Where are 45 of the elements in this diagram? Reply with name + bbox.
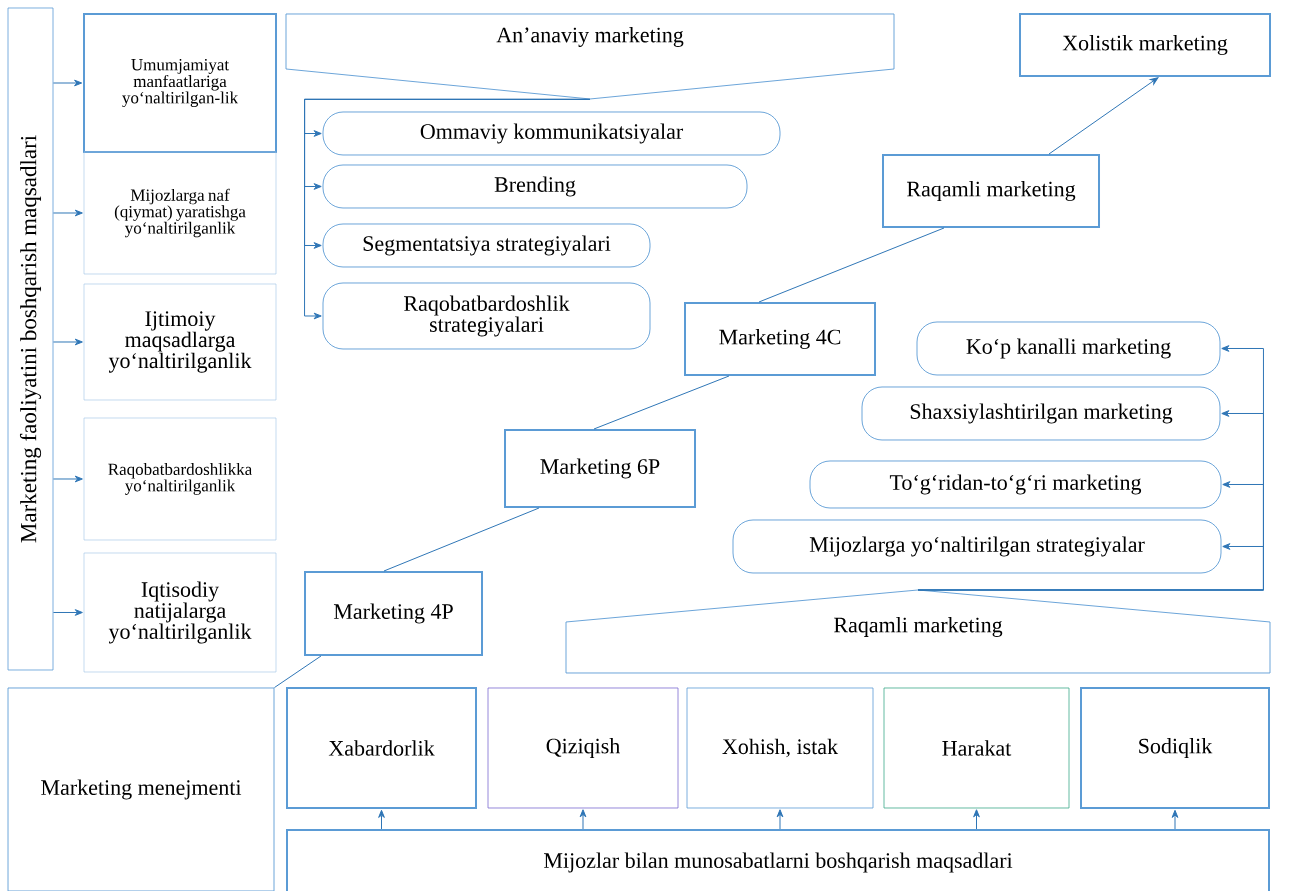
process-box: Xolistik marketing [1019, 13, 1271, 77]
arrow [973, 809, 980, 830]
rounded-box: Brending [322, 164, 748, 209]
arrow [776, 809, 784, 830]
goal-box: Umumjamiyat manfaatlariga yo‘naltirilgan-lik [83, 13, 277, 153]
rounded-box: Mijozlarga yo‘naltirilgan strategiyalar [732, 519, 1222, 574]
rounded-box: Ko‘p kanalli marketing [916, 321, 1221, 376]
process-box: Marketing 6P [504, 429, 696, 508]
goal-box: Raqobatbardoshlikka yo‘naltirilganlik [83, 417, 277, 541]
goal-box: Ijtimoiy maqsadlarga yo‘naltirilganlik [83, 283, 277, 401]
arrow [579, 809, 587, 830]
arrow [1171, 809, 1179, 830]
process-box: Marketing 4C [684, 302, 876, 376]
stage-box: Qiziqish [487, 687, 679, 809]
arrow [52, 338, 83, 346]
process-box: Raqamli marketing [882, 154, 1100, 228]
stage-box: Xabardorlik [286, 687, 477, 809]
arrow [52, 609, 83, 616]
stage-box: Harakat [883, 687, 1070, 809]
arrow [917, 543, 1264, 591]
arrow [52, 209, 83, 217]
connector-line [383, 507, 540, 572]
pentagon-banner: Raqamli marketing [565, 589, 1271, 674]
rounded-box: Raqobatbardoshlik strategiyalari [322, 282, 651, 350]
arrow [304, 98, 591, 320]
rounded-box: Segmentatsiya strategiyalari [322, 223, 651, 268]
rounded-box: Shaxsiylashtirilgan marketing [861, 386, 1221, 441]
stage-box: Xohish, istak [686, 687, 874, 809]
connector-line [273, 655, 322, 689]
goal-box: Iqtisodiy natijalarga yo‘naltirilganlik [83, 552, 277, 673]
pentagon-banner: An’anaviy marketing [285, 13, 895, 100]
arrow [52, 79, 83, 87]
arrow [378, 809, 385, 830]
process-box: Mijozlar bilan munosabatlarni boshqarish maqsadlari [286, 829, 1270, 891]
arrow [1048, 77, 1159, 155]
rounded-box: Ommaviy kommunikatsiyalar [322, 111, 781, 156]
arrow [52, 475, 83, 483]
connector-line [758, 227, 945, 303]
connector-line [593, 375, 730, 430]
vertical-title-box: Marketing faoliyatini boshqarish maqsadlari [7, 7, 54, 671]
process-box: Marketing 4P [304, 571, 483, 656]
stage-box: Sodiqlik [1080, 687, 1270, 809]
goal-box: Mijozlarga naf (qiymat) yaratishga yo‘naltirilganlik [83, 151, 277, 275]
rounded-box: To‘g‘ridan-to‘g‘ri marketing [809, 460, 1222, 509]
process-box: Marketing menejmenti [7, 687, 275, 891]
